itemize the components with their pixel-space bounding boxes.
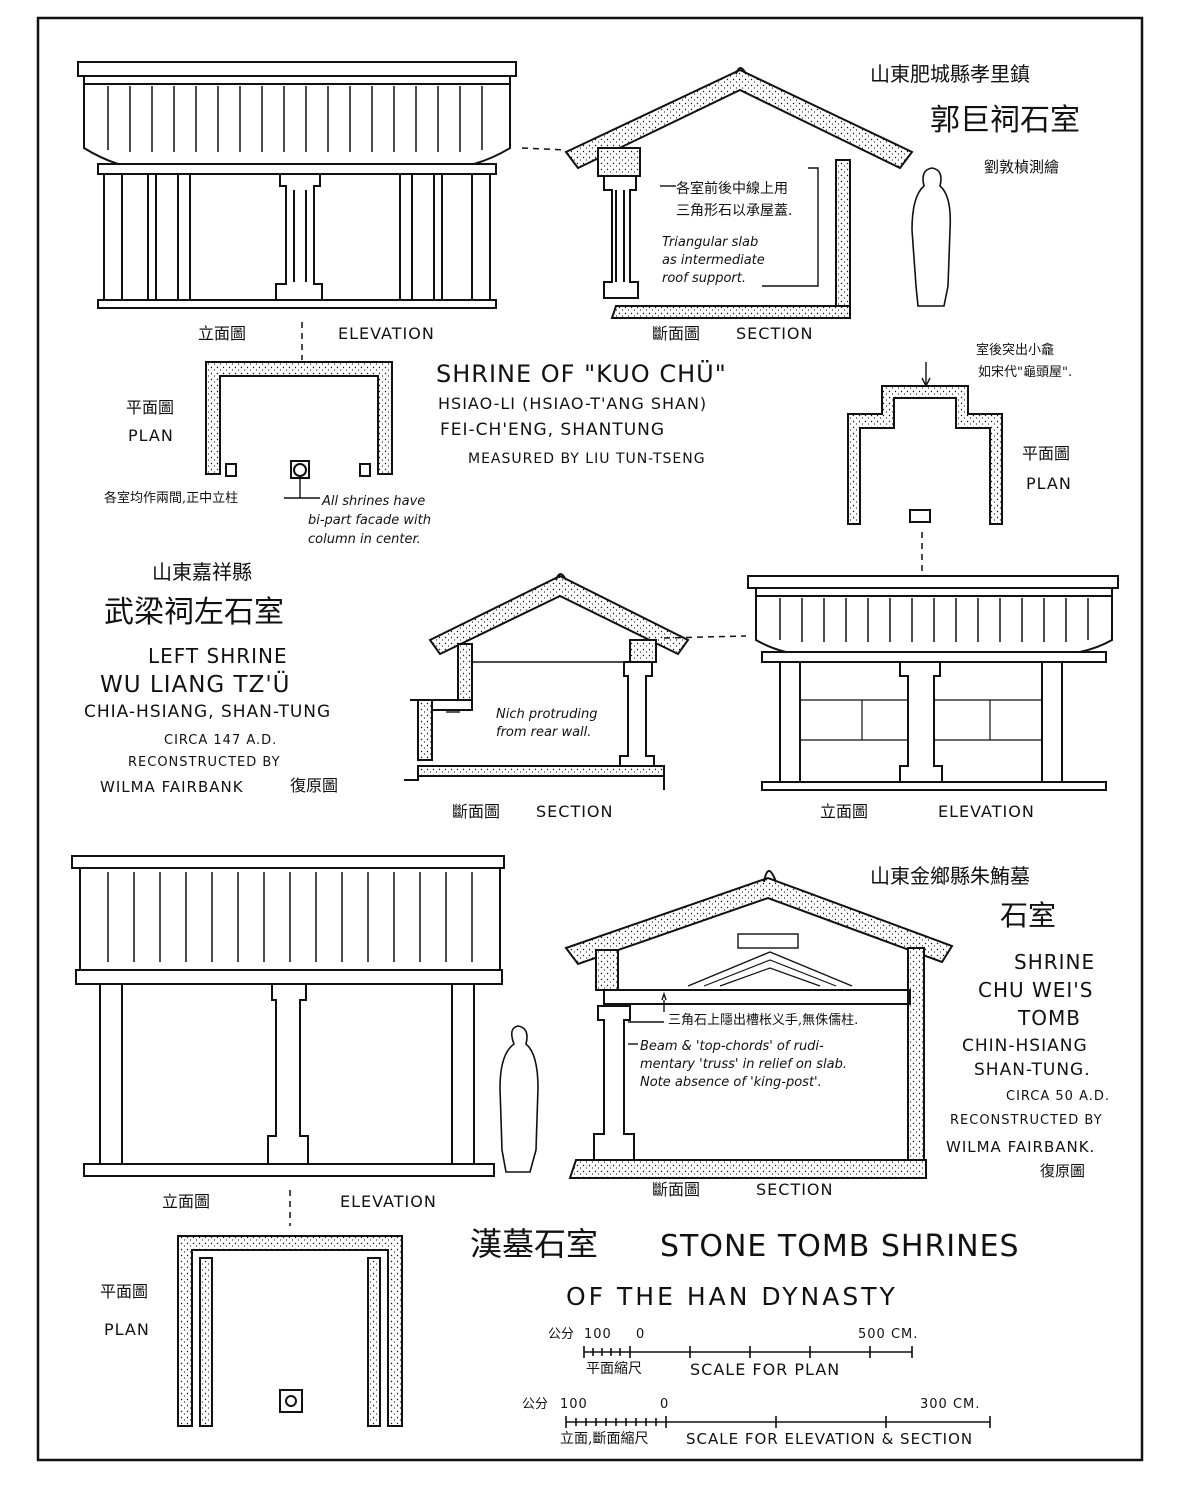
chu-wei-place-1: CHIN-HSIANG [962, 1036, 1088, 1056]
slab-note-3: roof support. [662, 271, 747, 286]
wu-liang-plan-cn: 平面圖 [1022, 444, 1071, 463]
kuo-chu-plan-cn: 平面圖 [126, 398, 175, 417]
wu-liang-circa: CIRCA 147 A.D. [164, 733, 278, 748]
kuo-chu-plan [205, 361, 393, 499]
chu-wei-section-cn: 斷面圖 [652, 1180, 701, 1199]
kuo-chu-section [564, 67, 914, 319]
chu-wei-recon: RECONSTRUCTED BY [950, 1113, 1103, 1128]
elev-scale-label: SCALE FOR ELEVATION & SECTION [686, 1430, 974, 1448]
facade-note-1: All shrines have [322, 494, 426, 509]
chu-wei-place-2: SHAN-TUNG. [974, 1060, 1091, 1080]
wu-liang-title-1: LEFT SHRINE [148, 644, 288, 668]
main-title-2: OF THE HAN DYNASTY [566, 1282, 898, 1311]
chu-wei-elevation [71, 855, 505, 1177]
wu-liang-place: CHIA-HSIANG, SHAN-TUNG [84, 702, 332, 722]
chu-wei-elevation-cn: 立面圖 [162, 1192, 211, 1211]
chu-wei-author: WILMA FAIRBANK. [946, 1138, 1096, 1156]
wu-liang-title-2: WU LIANG TZ'Ü [100, 672, 291, 698]
plan-scale-label: SCALE FOR PLAN [690, 1360, 841, 1379]
niche-note-2: from rear wall. [496, 725, 592, 740]
kuo-chu-elevation [77, 61, 517, 309]
plan-scale-zero: 0 [636, 1327, 646, 1342]
wu-liang-section-cn: 斷面圖 [452, 802, 501, 821]
chu-wei-section-label: SECTION [756, 1180, 834, 1199]
truss-note-2: mentary 'truss' in relief on slab. [640, 1057, 847, 1072]
wu-liang-elevation-cn: 立面圖 [820, 802, 869, 821]
elevation-scale-bar [565, 1416, 991, 1428]
kuo-chu-section-label: SECTION [736, 324, 814, 343]
wu-liang-elevation-label: ELEVATION [938, 802, 1035, 821]
kuo-chu-place-1: HSIAO-LI (HSIAO-T'ANG SHAN) [438, 394, 708, 413]
chu-wei-plan-cn: 平面圖 [100, 1282, 149, 1301]
truss-note-3: Note absence of 'king-post'. [640, 1075, 822, 1090]
plan-scale-bar [583, 1346, 913, 1358]
elev-scale-zero: 0 [660, 1397, 670, 1412]
truss-note-cn: 三角石上隱出槽枨义手,無侏儒柱. [668, 1013, 859, 1028]
elev-scale-unit-cn: 公分 [522, 1397, 549, 1412]
wu-liang-recon: RECONSTRUCTED BY [128, 755, 281, 770]
human-figure-bottom [499, 1025, 539, 1173]
kuo-chu-elevation-cn: 立面圖 [198, 324, 247, 343]
wu-liang-location-cn: 山東嘉祥縣 [152, 560, 252, 584]
kuo-chu-section-cn: 斷面圖 [652, 324, 701, 343]
wu-liang-section [404, 573, 690, 790]
kuo-chu-elevation-label: ELEVATION [338, 324, 435, 343]
wu-liang-author-cn: 復原圖 [290, 776, 339, 795]
main-title-cn: 漢墓石室 [470, 1225, 599, 1263]
chu-wei-plan-label: PLAN [104, 1320, 150, 1339]
niche-note-cn-1: 室後突出小龕 [976, 343, 1055, 358]
slab-note-cn-2: 三角形石以承屋蓋. [676, 203, 793, 219]
kuo-chu-title-cn: 郭巨祠石室 [930, 103, 1080, 138]
sheet-border [36, 16, 1144, 1462]
elev-scale-label-cn: 立面,斷面縮尺 [560, 1431, 649, 1447]
human-figure-top [911, 167, 952, 307]
chu-wei-circa: CIRCA 50 A.D. [1006, 1089, 1111, 1104]
wu-liang-author: WILMA FAIRBANK [100, 778, 244, 796]
plan-scale-left: 100 [584, 1327, 612, 1342]
facade-note-cn: 各室均作兩間,正中立柱 [104, 491, 239, 506]
elev-scale-right: 300 CM. [920, 1397, 981, 1412]
kuo-chu-surveyor-cn: 劉敦楨測繪 [984, 158, 1060, 176]
kuo-chu-location-cn: 山東肥城縣孝里鎮 [870, 62, 1030, 86]
chu-wei-section [564, 870, 954, 1179]
plan-scale-label-cn: 平面縮尺 [586, 1361, 642, 1377]
niche-note-1: Nich protruding [496, 707, 598, 722]
plan-scale-right: 500 CM. [858, 1327, 919, 1342]
slab-note-cn-1: 各室前後中線上用 [676, 181, 788, 197]
elev-scale-left: 100 [560, 1397, 588, 1412]
truss-note-1: Beam & 'top-chords' of rudi- [640, 1039, 824, 1054]
chu-wei-author-cn: 復原圖 [1040, 1162, 1086, 1180]
chu-wei-location-cn: 山東金鄉縣朱鮪墓 [870, 864, 1030, 888]
kuo-chu-title: SHRINE OF "KUO CHÜ" [436, 360, 727, 388]
plan-scale-unit-cn: 公分 [548, 1327, 575, 1342]
slab-note-2: as intermediate [662, 253, 765, 268]
wu-liang-plan [847, 362, 1003, 525]
facade-note-3: column in center. [308, 532, 421, 547]
wu-liang-elevation [747, 575, 1119, 791]
kuo-chu-plan-label: PLAN [128, 426, 174, 445]
chu-wei-title-2: CHU WEI'S [978, 978, 1094, 1002]
kuo-chu-measured: MEASURED BY LIU TUN-TSENG [468, 451, 706, 467]
facade-note-2: bi-part facade with [308, 513, 431, 528]
kuo-chu-place-2: FEI-CH'ENG, SHANTUNG [440, 420, 666, 440]
chu-wei-title-3: TOMB [1018, 1006, 1081, 1030]
chu-wei-title-cn: 石室 [1000, 899, 1057, 932]
niche-note-cn-2: 如宋代"龜頭屋". [978, 365, 1073, 380]
chu-wei-elevation-label: ELEVATION [340, 1192, 437, 1211]
wu-liang-section-label: SECTION [536, 802, 614, 821]
slab-note-1: Triangular slab [662, 235, 759, 250]
wu-liang-title-cn: 武梁祠左石室 [104, 595, 284, 630]
wu-liang-plan-label: PLAN [1026, 474, 1072, 493]
main-title-1: STONE TOMB SHRINES [660, 1229, 1020, 1264]
chu-wei-title-1: SHRINE [1014, 950, 1096, 974]
chu-wei-plan [177, 1235, 403, 1427]
